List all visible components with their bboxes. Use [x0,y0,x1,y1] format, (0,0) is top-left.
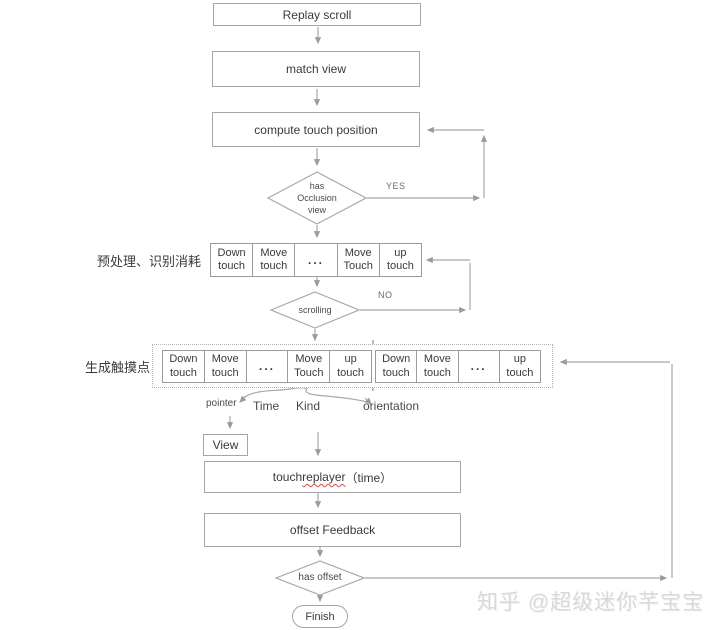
touch-cell: Move Touch [287,350,331,383]
touch-cell: Down touch [375,350,418,383]
scrolling-diamond [269,291,361,329]
offset-diamond [274,560,366,596]
ellipsis-cell: ... [294,243,338,277]
attribute-brace [240,387,371,404]
node-match-view: match view [212,51,420,87]
node-compute-touch-position: compute touch position [212,112,420,147]
touch-cell: up touch [378,243,423,277]
occlusion-decision-label: has Occlusion view [297,181,337,216]
touch-row-1: Down touch Move touch ... Move Touch up … [210,243,423,277]
yes-branch-label: YES [386,181,406,191]
touch-row-2-right: Down touch Move touch ... up touch [375,350,541,383]
ellipsis-cell: ... [457,350,500,383]
touch-cell: up touch [329,350,372,383]
node-view: View [203,434,248,456]
node-replay-scroll: Replay scroll [213,3,421,26]
touch-cell: Move touch [252,243,296,277]
touch-replayer-misspelled-word: replayer [302,470,346,484]
brace-arrow-left [239,395,247,403]
ellipsis-cell: ... [245,350,289,383]
touch-cell: up touch [498,350,541,383]
node-finish: Finish [292,605,348,628]
pointer-label: pointer [206,398,237,409]
touch-replayer-text-pre: touch [272,470,303,484]
scrolling-decision-label: scrolling [298,305,332,315]
no-branch-label: NO [378,290,393,300]
touch-cell: Move touch [416,350,459,383]
touch-row-2-left: Down touch Move touch ... Move Touch up … [162,350,372,383]
touch-cell: Down touch [210,243,254,277]
node-touch-replayer: touch replayer（time） [204,461,461,493]
touch-replayer-text-post: （time） [345,470,393,485]
generate-touchpoints-label: 生成触摸点 [85,360,151,375]
time-label: Time [253,399,280,413]
offset-decision-label: has offset [298,572,342,583]
preprocess-label: 预处理、识别消耗 [97,254,202,269]
orientation-label: orientation [363,399,420,413]
brace-arrow-right [364,397,372,405]
touch-cell: Down touch [162,350,205,383]
occlusion-diamond [266,171,368,225]
kind-label: Kind [296,399,321,413]
zhihu-watermark: 知乎 @超级迷你芊宝宝 [477,591,705,614]
touch-cell: Move Touch [336,243,380,277]
node-offset-feedback: offset Feedback [204,513,461,547]
touch-cell: Move touch [203,350,247,383]
